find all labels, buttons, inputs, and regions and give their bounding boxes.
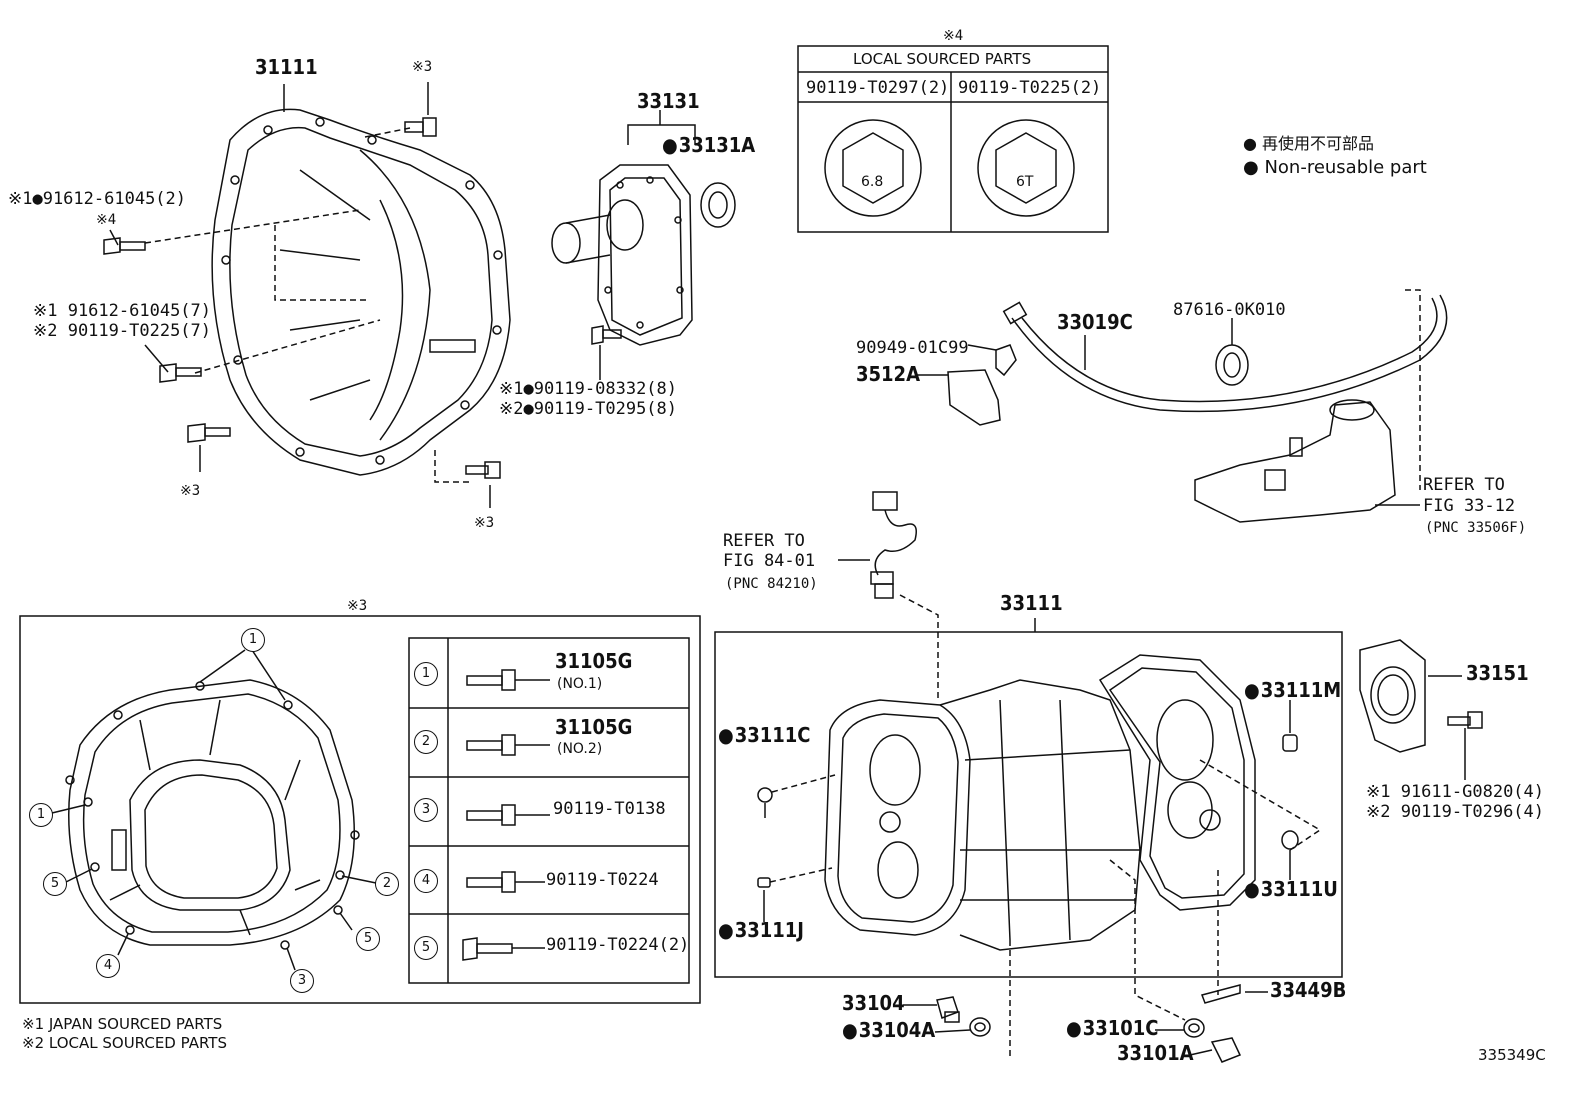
refer-33-line1: REFER TO [1423,475,1505,495]
row1-number: 1 [414,662,438,686]
sensor-84210 [838,491,917,599]
housing-mark-5-right: 5 [356,927,380,951]
note-japan-sourced: ※1 JAPAN SOURCED PARTS [22,1015,223,1033]
leaders-top-left [109,82,491,508]
local-col1-part: 90119-T0297(2) [806,78,950,98]
row1-sub: (NO.1) [557,676,603,692]
non-reusable-legend-en: ● Non-reusable part [1243,158,1427,177]
refer-84-line2: FIG 84-01 [723,551,816,571]
bolts-top-left [103,117,501,479]
row5-part: 90119-T0224(2) [546,935,690,955]
part-91612-a-label: ※1●91612-61045(2) [8,189,187,209]
row2-number: 2 [414,730,438,754]
mark-3-a: ※3 [412,59,433,75]
seal-33151 [1359,639,1483,780]
row4-part: 90119-T0224 [546,870,659,890]
part-33019c-label: 33019C [1057,310,1133,334]
bullet-icon: ● [1243,134,1263,153]
row2-sub: (NO.2) [557,741,603,757]
sensor-dash [899,594,939,700]
legend-jp-text: 再使用不可部品 [1262,134,1375,153]
row2-part: 31105G [555,715,633,739]
mark-3-box: ※3 [347,598,368,614]
part-90119-t0225-label: ※2 90119-T0225(7) [33,321,212,341]
local-sourced-box [797,45,1109,233]
row4-number: 4 [414,869,438,893]
part-91611-label: ※1 91611-G0820(4) [1366,782,1545,802]
part-33449b-label: 33449B [1270,978,1347,1002]
non-reusable-legend-jp: ● 再使用不可部品 [1243,134,1374,153]
legend-en-text: Non-reusable part [1264,157,1427,178]
part-33104a-label: 33104A [842,1020,936,1040]
row3-number: 3 [414,798,438,822]
housing-mark-3: 3 [290,969,314,993]
bell-housing-31111 [211,108,511,476]
part-90949-label: 90949-01C99 [856,338,969,358]
part-33131-label: 33131 [637,89,700,113]
housing-mark-1-top: 1 [241,628,265,652]
note-local-sourced: ※2 LOCAL SOURCED PARTS [22,1034,227,1052]
bolt-head-mark-6t: 6T [1016,174,1034,190]
row3-part: 90119-T0138 [553,799,666,819]
refer-84-line3: (PNC 84210) [725,576,818,592]
part-33101a-label: 33101A [1117,1041,1194,1065]
row5-number: 5 [414,936,438,960]
part-87616-label: 87616-0K010 [1173,300,1286,320]
housing-mark-2: 2 [375,872,399,896]
housing-mark-1-left: 1 [29,803,53,827]
part-31111-label: 31111 [255,55,318,79]
part-33131a-label: 33131A [662,135,756,155]
row1-part: 31105G [555,649,633,673]
mark-3-c: ※3 [474,515,495,531]
part-33151-label: 33151 [1466,661,1529,685]
refer-33-line3: (PNC 33506F) [1425,520,1527,536]
case-dashes [769,759,1322,1060]
part-33111-label: 33111 [1000,591,1063,615]
part-33111c-label: 33111C [718,725,811,745]
part-90119-t0295-label: ※2●90119-T0295(8) [499,399,678,419]
bolt-head-mark-6-8: 6.8 [861,174,884,190]
part-33104-label: 33104 [842,991,905,1015]
mark-4-box: ※4 [943,28,964,44]
housing-mark-5-left: 5 [43,872,67,896]
part-90119-08332-label: ※1●90119-08332(8) [499,379,678,399]
bolt-table-box [19,615,701,1004]
mark-3-b: ※3 [180,483,201,499]
part-33111m-label: 33111M [1244,680,1342,700]
refer-84-line1: REFER TO [723,531,805,551]
figure-id: 335349C [1478,1046,1546,1064]
mark-4: ※4 [96,212,117,228]
tube-dashes [1405,289,1421,490]
part-90119-t0296-label: ※2 90119-T0296(4) [1366,802,1545,822]
housing-mark-4: 4 [96,954,120,978]
part-33101c-label: 33101C [1066,1018,1159,1038]
bullet-icon: ● [1243,157,1265,178]
part-91612-b-label: ※1 91612-61045(7) [33,301,212,321]
part-33111j-label: 33111J [718,920,804,940]
bell-housing-dashes [144,127,470,483]
local-col2-part: 90119-T0225(2) [958,78,1102,98]
drain-plugs [903,984,1268,1063]
part-33111u-label: 33111U [1244,879,1338,899]
case-33111-box [714,618,1343,978]
part-3512a-label: 3512A [856,362,921,386]
tube-33019c [915,294,1448,523]
refer-33-line2: FIG 33-12 [1423,496,1516,516]
local-sourced-title: LOCAL SOURCED PARTS [853,50,1032,68]
